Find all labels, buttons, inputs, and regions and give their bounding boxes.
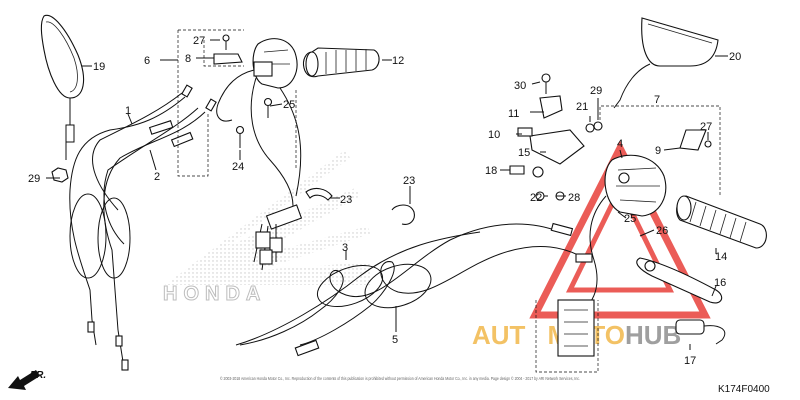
- group-boxes: [177, 29, 721, 373]
- callout-3: 3: [342, 242, 348, 254]
- clutch-choke-cables: [235, 222, 593, 357]
- callout-26: 26: [656, 225, 668, 237]
- front-direction-arrow: FR.: [8, 370, 46, 390]
- callout-7: 7: [654, 94, 660, 106]
- callout-2: 2: [154, 171, 160, 183]
- callout-29a: 29: [28, 173, 40, 185]
- callout-1: 1: [125, 105, 131, 117]
- right-grip: [676, 195, 767, 249]
- callout-16: 16: [714, 277, 726, 289]
- watermark: AUTMOTOHUB: [472, 140, 711, 350]
- fr-label: FR.: [30, 370, 46, 381]
- left-switch-assembly: [213, 34, 303, 271]
- callout-15: 15: [518, 147, 530, 159]
- left-screws: [235, 97, 273, 148]
- callout-18: 18: [485, 165, 497, 177]
- right-mirror: [613, 17, 719, 109]
- left-grip: [302, 47, 380, 78]
- callout-23b: 23: [403, 175, 415, 187]
- left-mirror: [40, 14, 85, 160]
- brake-lever: [636, 257, 723, 304]
- callout-24: 24: [232, 161, 244, 173]
- stop-switch: [675, 319, 726, 345]
- warning-triangle-icon: [529, 140, 711, 319]
- callout-9: 9: [655, 145, 661, 157]
- figure-code: K174F0400: [718, 384, 770, 395]
- left-nut: [51, 167, 69, 183]
- callout-6: 6: [144, 55, 150, 67]
- callout-21: 21: [576, 101, 588, 113]
- callout-22: 22: [530, 192, 542, 204]
- callout-10: 10: [488, 129, 500, 141]
- callout-25b: 25: [624, 213, 636, 225]
- callout-27b: 27: [700, 121, 712, 133]
- callout-11: 11: [508, 108, 519, 120]
- callout-29b: 29: [590, 85, 602, 97]
- callout-labels: 1 2 3 4 5 6 7 8 9 10 11 12 14 15 16 17 1…: [28, 35, 741, 367]
- callout-30: 30: [514, 80, 526, 92]
- honda-brand-text: HONDA: [163, 283, 266, 305]
- callout-20: 20: [729, 51, 741, 63]
- callout-17: 17: [684, 355, 696, 367]
- callout-8: 8: [185, 53, 191, 65]
- throttle-cables: [69, 84, 217, 371]
- copyright-notice: © 2003-2018 American Honda Motor Co., In…: [220, 376, 580, 381]
- callout-23a: 23: [340, 194, 352, 206]
- callout-27a: 27: [193, 35, 205, 47]
- inner-triangle-icon: [565, 182, 675, 293]
- honda-wing-background: HONDA: [163, 150, 372, 306]
- cable-clips: [305, 187, 415, 225]
- callout-19: 19: [93, 61, 105, 73]
- callout-14: 14: [715, 251, 727, 263]
- callout-12: 12: [392, 55, 404, 67]
- callout-4: 4: [617, 138, 623, 150]
- callout-28: 28: [568, 192, 580, 204]
- leader-lines: [46, 39, 728, 350]
- callout-25a: 25: [283, 99, 295, 111]
- callout-5: 5: [392, 334, 398, 346]
- right-switch-assembly: [557, 129, 712, 357]
- clutch-perch: [509, 73, 603, 201]
